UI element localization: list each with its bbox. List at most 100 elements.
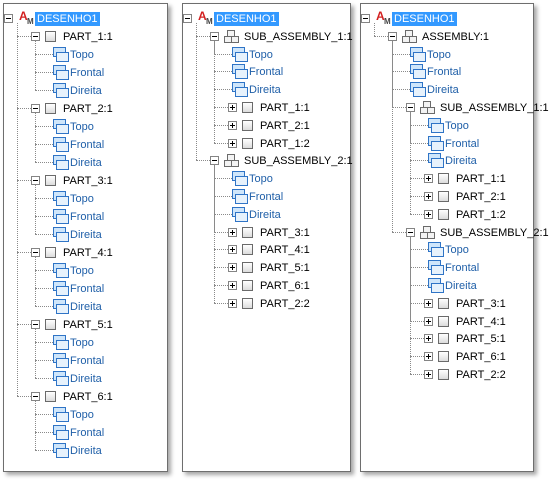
tree-node-part-5-1[interactable]: PART_5:1 [183, 259, 350, 277]
expand-icon[interactable] [228, 245, 237, 255]
tree-node-view-direita[interactable]: Direita [4, 154, 167, 172]
expand-icon[interactable] [424, 370, 433, 379]
tree-node-view-topo[interactable]: Topo [4, 118, 167, 136]
collapse-icon[interactable] [361, 14, 370, 23]
tree-node-part-2-1[interactable]: PART_2:1 [4, 100, 167, 118]
collapse-icon[interactable] [31, 32, 40, 41]
expand-icon[interactable] [228, 263, 237, 273]
tree-node-sub-assembly-1-1[interactable]: SUB_ASSEMBLY_1:1 [361, 99, 549, 117]
tree-node-view-frontal[interactable]: Frontal [361, 259, 533, 277]
tree-node-view-topo[interactable]: Topo [4, 46, 167, 64]
tree-node-part-1-1[interactable]: PART_1:1 [183, 99, 350, 117]
tree-node-view-direita[interactable]: Direita [361, 81, 533, 99]
tree-node-view-frontal[interactable]: Frontal [4, 64, 167, 82]
tree-node-sub-assembly-2-1[interactable]: SUB_ASSEMBLY_2:1 [183, 152, 353, 170]
collapse-icon[interactable] [31, 248, 40, 257]
collapse-icon[interactable] [183, 14, 192, 23]
tree-node-view-frontal[interactable]: Frontal [4, 208, 167, 226]
tree-node-view-direita[interactable]: Direita [4, 226, 167, 244]
expand-icon[interactable] [228, 281, 237, 290]
tree-node-sub-assembly-2-1[interactable]: SUB_ASSEMBLY_2:1 [361, 224, 549, 242]
tree-node-view-topo[interactable]: Topo [4, 334, 167, 352]
tree-node-assembly-1[interactable]: ASSEMBLY:1 [361, 28, 533, 46]
tree-node-part-2-2[interactable]: PART_2:2 [183, 295, 350, 313]
tree-node-sub-assembly-1-1[interactable]: SUB_ASSEMBLY_1:1 [183, 28, 353, 46]
collapse-icon[interactable] [31, 320, 40, 329]
tree-node-part-6-1[interactable]: PART_6:1 [4, 388, 167, 406]
tree-node-part-4-1[interactable]: PART_4:1 [183, 241, 350, 259]
tree-node-view-topo[interactable]: Topo [361, 241, 533, 259]
expand-icon[interactable] [424, 316, 433, 326]
tree-node-part-1-2[interactable]: PART_1:2 [183, 135, 350, 153]
tree-node-view-direita[interactable]: Direita [361, 152, 533, 170]
tree-node-view-frontal[interactable]: Frontal [4, 136, 167, 154]
tree-node-part-2-2[interactable]: PART_2:2 [361, 366, 533, 384]
tree-node-view-frontal[interactable]: Frontal [4, 280, 167, 298]
tree-node-view-direita[interactable]: Direita [4, 442, 167, 460]
tree-node-label: Topo [249, 48, 273, 61]
tree-node-view-direita[interactable]: Direita [183, 81, 350, 99]
collapse-icon[interactable] [31, 104, 40, 113]
collapse-icon[interactable] [406, 103, 415, 112]
tree-node-part-1-1[interactable]: PART_1:1 [361, 170, 533, 188]
tree-node-view-frontal[interactable]: Frontal [4, 352, 167, 370]
tree-node-view-topo[interactable]: Topo [4, 190, 167, 208]
tree-node-view-frontal[interactable]: Frontal [4, 424, 167, 442]
tree-node-view-topo[interactable]: Topo [361, 46, 533, 64]
collapse-icon[interactable] [210, 156, 219, 166]
expand-icon[interactable] [424, 174, 433, 184]
tree-node-view-direita[interactable]: Direita [361, 277, 533, 295]
tree-node-part-5-1[interactable]: PART_5:1 [361, 330, 533, 348]
tree-node-view-frontal[interactable]: Frontal [361, 63, 533, 81]
tree-node-part-3-1[interactable]: PART_3:1 [361, 295, 533, 313]
tree-node-view-topo[interactable]: Topo [361, 117, 533, 135]
tree-node-part-1-1[interactable]: PART_1:1 [4, 28, 167, 46]
tree-node-part-4-1[interactable]: PART_4:1 [361, 313, 533, 331]
expand-icon[interactable] [228, 298, 237, 308]
tree-node-view-frontal[interactable]: Frontal [183, 188, 350, 206]
assembly-icon [224, 29, 239, 43]
tree-node-part-5-1[interactable]: PART_5:1 [4, 316, 167, 334]
tree-node-part-6-1[interactable]: PART_6:1 [361, 348, 533, 366]
tree-node-label: Frontal [70, 355, 105, 367]
tree-node-part-3-1[interactable]: PART_3:1 [183, 224, 350, 242]
tree-node-view-topo[interactable]: Topo [4, 262, 167, 280]
tree-node-part-3-1[interactable]: PART_3:1 [4, 172, 167, 190]
tree-connector [35, 185, 36, 234]
tree-node-view-direita[interactable]: Direita [4, 370, 167, 388]
tree-connector [392, 53, 410, 55]
expand-icon[interactable] [424, 192, 433, 201]
expand-icon[interactable] [424, 298, 433, 308]
tree-node-view-frontal[interactable]: Frontal [183, 63, 350, 81]
collapse-icon[interactable] [388, 31, 397, 41]
tree-node-part-1-2[interactable]: PART_1:2 [361, 206, 533, 224]
tree-node-view-direita[interactable]: Direita [183, 206, 350, 224]
collapse-icon[interactable] [406, 227, 415, 237]
expand-icon[interactable] [228, 227, 237, 237]
expand-icon[interactable] [228, 138, 237, 148]
collapse-icon[interactable] [210, 31, 219, 41]
tree-node-part-2-1[interactable]: PART_2:1 [361, 188, 533, 206]
expand-icon[interactable] [228, 103, 237, 112]
expand-icon[interactable] [424, 209, 433, 219]
tree-node-part-2-1[interactable]: PART_2:1 [183, 117, 350, 135]
expand-icon[interactable] [424, 352, 433, 362]
collapse-icon[interactable] [31, 392, 40, 401]
collapse-icon[interactable] [31, 176, 40, 185]
view-icon [53, 65, 69, 80]
tree-node-view-frontal[interactable]: Frontal [361, 135, 533, 153]
tree-node-view-direita[interactable]: Direita [4, 298, 167, 316]
view-icon-frame [431, 140, 444, 151]
tree-node-part-6-1[interactable]: PART_6:1 [183, 277, 350, 295]
expand-icon[interactable] [228, 120, 237, 130]
tree-node-view-direita[interactable]: Direita [4, 82, 167, 100]
tree-node-view-topo[interactable]: Topo [4, 406, 167, 424]
expand-icon[interactable] [424, 334, 433, 344]
collapse-icon[interactable] [4, 14, 13, 23]
tree-node-view-topo[interactable]: Topo [183, 46, 350, 64]
tree-node-view-topo[interactable]: Topo [183, 170, 350, 188]
tree-node-part-4-1[interactable]: PART_4:1 [4, 244, 167, 262]
